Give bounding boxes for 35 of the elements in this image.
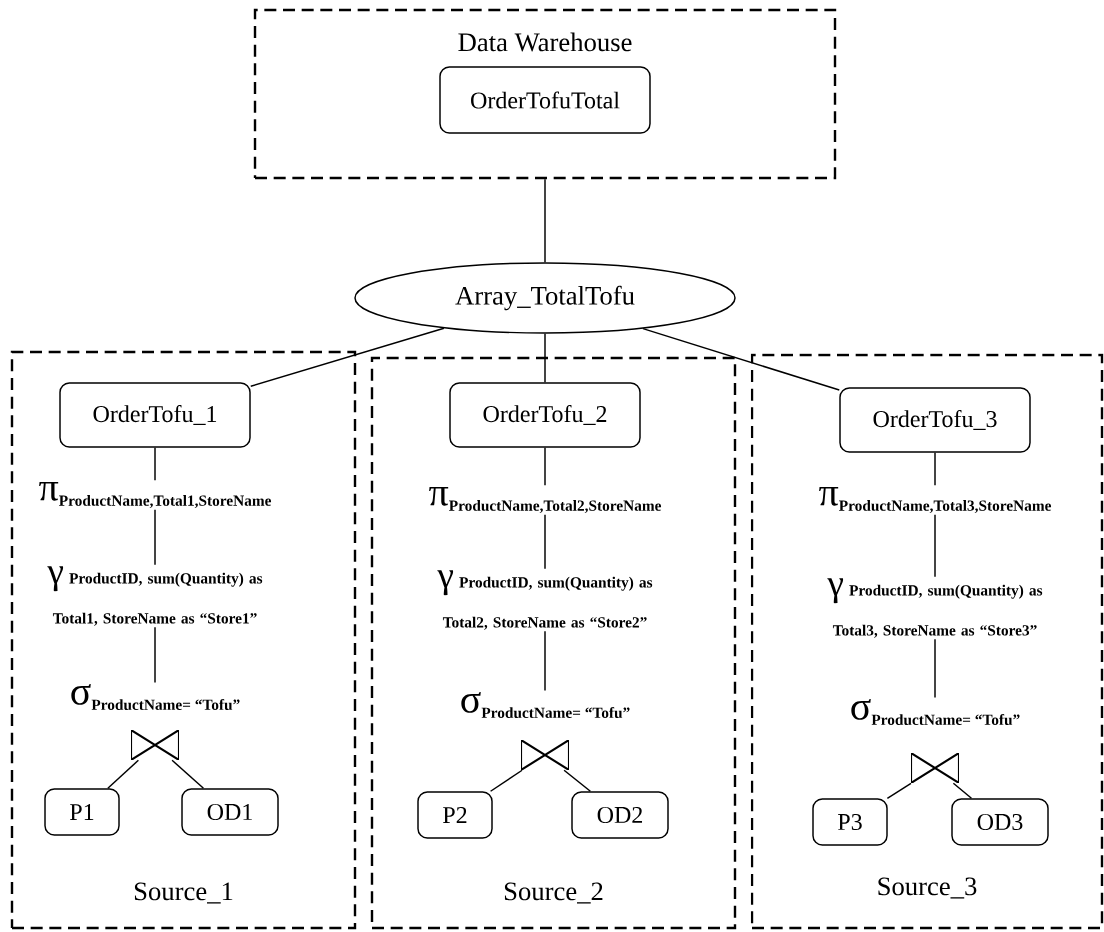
connector-line — [154, 447, 156, 482]
table-box: OD3 — [951, 798, 1049, 846]
connector-line — [563, 769, 592, 792]
table-box: P3 — [812, 798, 888, 846]
connector-line — [107, 759, 140, 789]
connector-line — [489, 769, 523, 792]
connector-line — [934, 638, 936, 699]
connector-line — [934, 513, 936, 578]
connector-line — [154, 508, 156, 566]
table-box: OrderTofuTotal — [439, 66, 651, 134]
connector-line — [154, 626, 156, 684]
connector-line — [934, 452, 936, 487]
join-symbol — [131, 730, 179, 760]
operator-label: γ ProductID, sum(Quantity) as Total1, StoreName as “Store1” — [47, 566, 263, 626]
operator-label: γ ProductID, sum(Quantity) as Total2, StoreName as “Store2” — [437, 570, 653, 630]
connector-line — [544, 333, 546, 383]
connector-line — [544, 630, 546, 692]
table-box: P1 — [44, 788, 120, 836]
connector-line — [642, 327, 840, 391]
connector-line — [250, 327, 445, 387]
connector-line — [171, 759, 205, 789]
table-box: OrderTofu_3 — [839, 387, 1031, 453]
table-box: P2 — [417, 791, 493, 839]
connector-line — [886, 782, 912, 799]
table-box: OD2 — [571, 791, 669, 839]
join-symbol — [521, 740, 569, 770]
table-box: OD1 — [181, 788, 279, 836]
connector-line — [952, 782, 973, 799]
connector-line — [544, 178, 546, 263]
table-box: OrderTofu_1 — [59, 382, 251, 448]
join-symbol — [911, 753, 959, 783]
connector-line — [544, 513, 546, 570]
connector-line — [544, 447, 546, 487]
operator-label: γ ProductID, sum(Quantity) as Total3, StoreName as “Store3” — [827, 578, 1043, 638]
table-box: OrderTofu_2 — [449, 382, 641, 448]
